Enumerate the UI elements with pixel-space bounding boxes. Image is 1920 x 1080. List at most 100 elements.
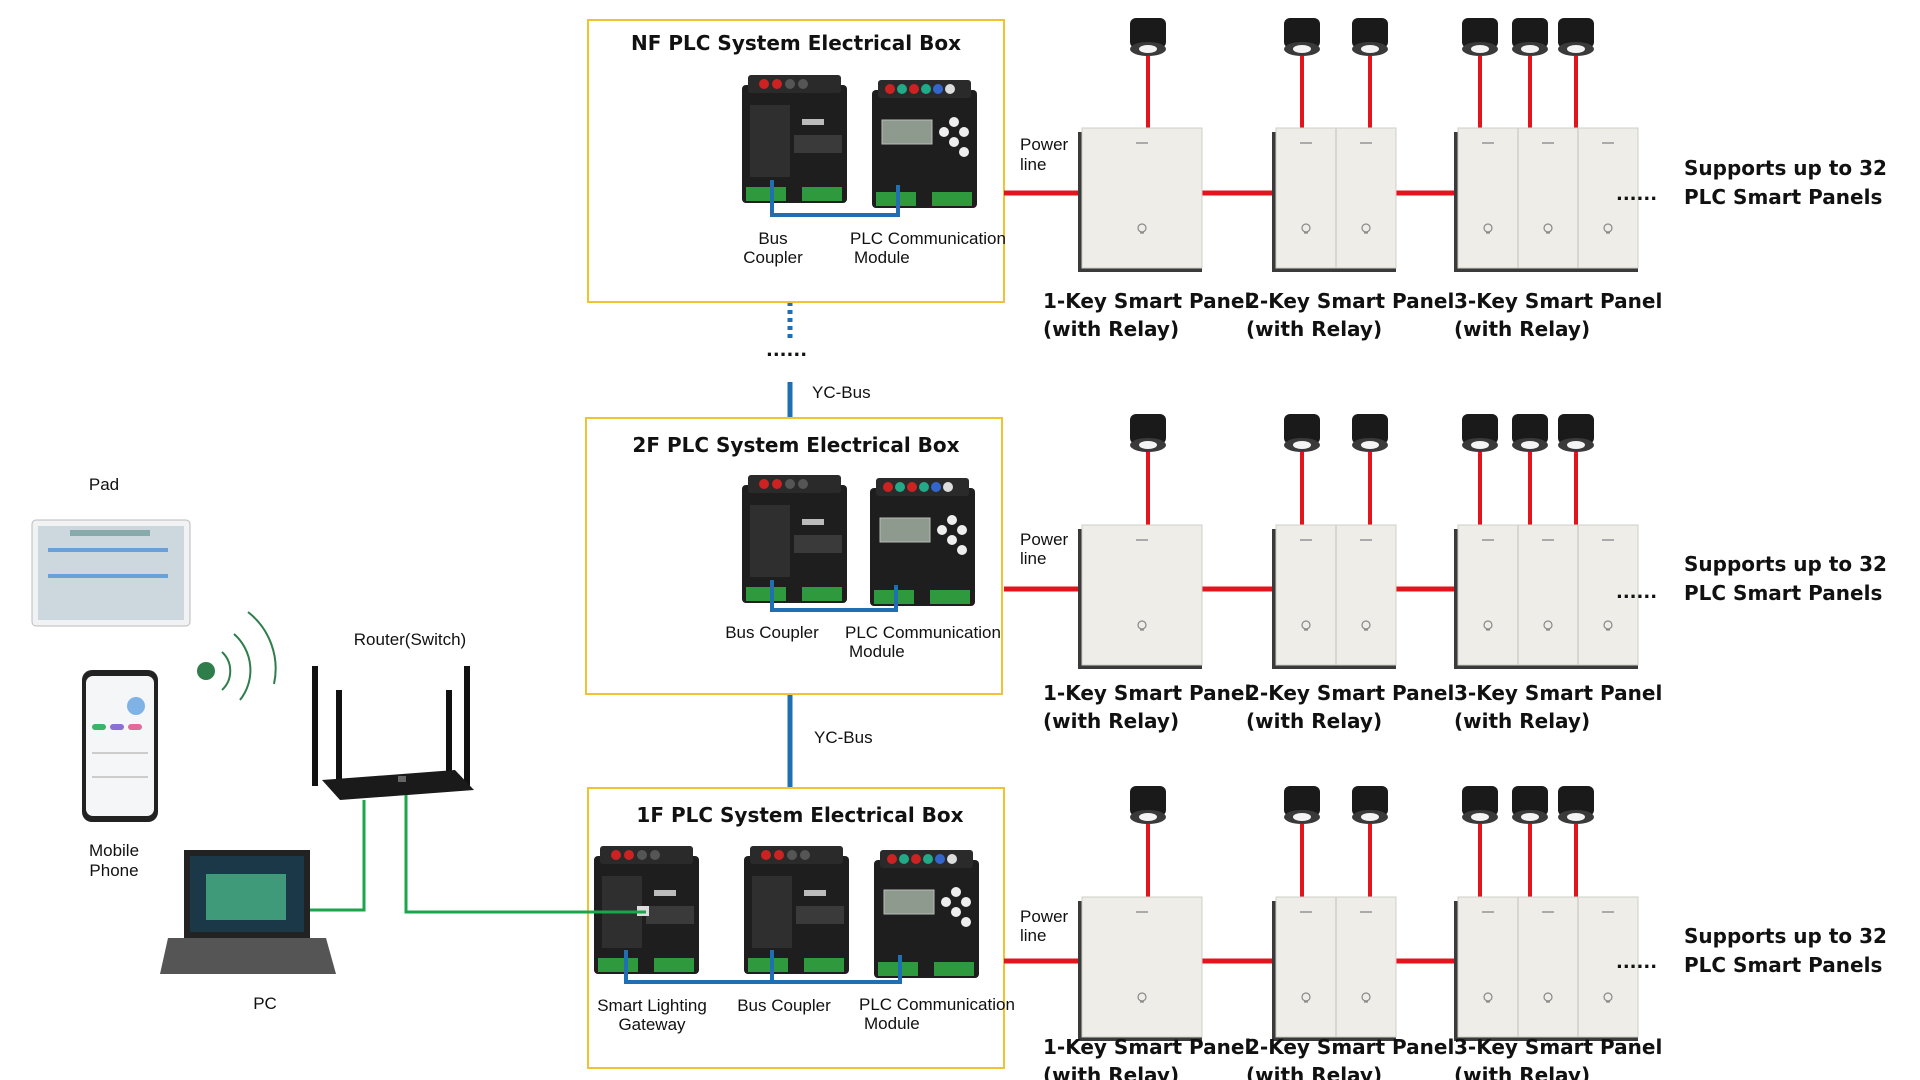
more-panels-dots: ...... [1616, 952, 1657, 973]
plc-comm-label-2: Module [849, 642, 905, 661]
downlight [1352, 786, 1388, 824]
downlight [1352, 414, 1388, 452]
supports-label-1: Supports up to 32 [1684, 924, 1887, 948]
key-indicator [1300, 911, 1312, 913]
smart-panel-1-key [1081, 896, 1203, 1038]
supports-label-2: PLC Smart Panels [1684, 185, 1882, 209]
key-indicator [1360, 142, 1372, 144]
power-line-label-2: line [1020, 926, 1046, 945]
panel-label-2: (with Relay) [1454, 317, 1590, 341]
panel-label-1: 2-Key Smart Panel [1246, 289, 1454, 313]
power-line-label-1: Power [1020, 135, 1069, 154]
downlight [1284, 786, 1320, 824]
downlight [1462, 786, 1498, 824]
electrical-box-1f: 1F PLC System Electrical Box Smart Light… [587, 787, 1015, 1069]
plc-communication-module [871, 79, 978, 209]
supports-label-2: PLC Smart Panels [1684, 581, 1882, 605]
plc-comm-label-2: Module [864, 1014, 920, 1033]
supports-label-1: Supports up to 32 [1684, 156, 1887, 180]
downlight [1558, 414, 1594, 452]
box-title: NF PLC System Electrical Box [631, 31, 961, 55]
downlight [1130, 18, 1166, 56]
panel-label-1: 3-Key Smart Panel [1454, 289, 1662, 313]
electrical-box-2f: 2F PLC System Electrical Box Bus Coupler… [585, 417, 1003, 695]
key-indicator [1482, 142, 1494, 144]
bus-coupler-label: Bus Coupler [737, 996, 831, 1015]
power-line-label-1: Power [1020, 907, 1069, 926]
bus-coupler-module [742, 475, 847, 603]
more-panels-dots: ...... [1616, 184, 1657, 205]
power-line-label-2: line [1020, 155, 1046, 174]
key-indicator [1482, 539, 1494, 541]
key-indicator [1136, 539, 1148, 541]
supports-label-1: Supports up to 32 [1684, 552, 1887, 576]
panel-label-1: 3-Key Smart Panel [1454, 681, 1662, 705]
pad-tablet [31, 519, 191, 627]
bus-coupler-label-1: Bus [758, 229, 787, 248]
electrical-box-nf: NF PLC System Electrical Box Bus Coupler… [587, 19, 1006, 303]
key-indicator [1136, 911, 1148, 913]
panel-label-2: (with Relay) [1246, 1063, 1382, 1080]
smart-panel-3-key [1457, 896, 1639, 1038]
key-indicator [1542, 911, 1554, 913]
key-indicator [1602, 539, 1614, 541]
panel-label-1: 2-Key Smart Panel [1246, 1035, 1454, 1059]
panel-label-2: (with Relay) [1454, 1063, 1590, 1080]
pad-label: Pad [89, 475, 119, 494]
wifi-signal-icon [197, 611, 277, 701]
bus-coupler-label-2: Coupler [743, 248, 803, 267]
power-line-label-1: Power [1020, 530, 1069, 549]
downlight [1558, 786, 1594, 824]
key-indicator [1360, 539, 1372, 541]
panel-label-1: 1-Key Smart Panel [1043, 1035, 1251, 1059]
box-title: 2F PLC System Electrical Box [632, 433, 959, 457]
panel-label-1: 1-Key Smart Panel [1043, 681, 1251, 705]
key-indicator [1602, 142, 1614, 144]
key-indicator [1542, 539, 1554, 541]
smart-panel-3-key [1457, 127, 1639, 269]
panel-label-2: (with Relay) [1043, 709, 1179, 733]
smart-panel-1-key [1081, 524, 1203, 666]
key-indicator [1300, 142, 1312, 144]
box-title: 1F PLC System Electrical Box [636, 803, 963, 827]
plc-comm-label-1: PLC Communication [845, 623, 1001, 642]
lan-lines [310, 795, 646, 914]
plc-comm-label-1: PLC Communication [850, 229, 1006, 248]
key-indicator [1482, 911, 1494, 913]
downlight [1512, 18, 1548, 56]
bus-dots: ...... [766, 340, 807, 361]
key-indicator [1542, 142, 1554, 144]
downlight [1462, 414, 1498, 452]
yc-bus-label-upper: YC-Bus [812, 383, 871, 402]
bus-coupler-module [744, 846, 849, 974]
downlight [1130, 786, 1166, 824]
downlight [1284, 414, 1320, 452]
plc-comm-label-2: Module [854, 248, 910, 267]
downlight [1558, 18, 1594, 56]
plc-communication-module [869, 477, 976, 607]
key-indicator [1360, 911, 1372, 913]
smart-panel-1-key [1081, 127, 1203, 269]
panel-label-2: (with Relay) [1246, 709, 1382, 733]
panel-label-1: 2-Key Smart Panel [1246, 681, 1454, 705]
power-line-label-2: line [1020, 549, 1046, 568]
supports-label-2: PLC Smart Panels [1684, 953, 1882, 977]
mobile-label-2: Phone [89, 861, 138, 880]
gateway-label-1: Smart Lighting [597, 996, 707, 1015]
router-switch [312, 666, 474, 800]
downlight [1512, 786, 1548, 824]
more-panels-dots: ...... [1616, 582, 1657, 603]
panel-label-2: (with Relay) [1454, 709, 1590, 733]
downlight [1512, 414, 1548, 452]
mobile-phone [82, 670, 158, 822]
key-indicator [1300, 539, 1312, 541]
downlight [1284, 18, 1320, 56]
downlight [1462, 18, 1498, 56]
panel-label-1: 3-Key Smart Panel [1454, 1035, 1662, 1059]
plc-communication-module [873, 849, 980, 979]
router-label: Router(Switch) [354, 630, 466, 649]
